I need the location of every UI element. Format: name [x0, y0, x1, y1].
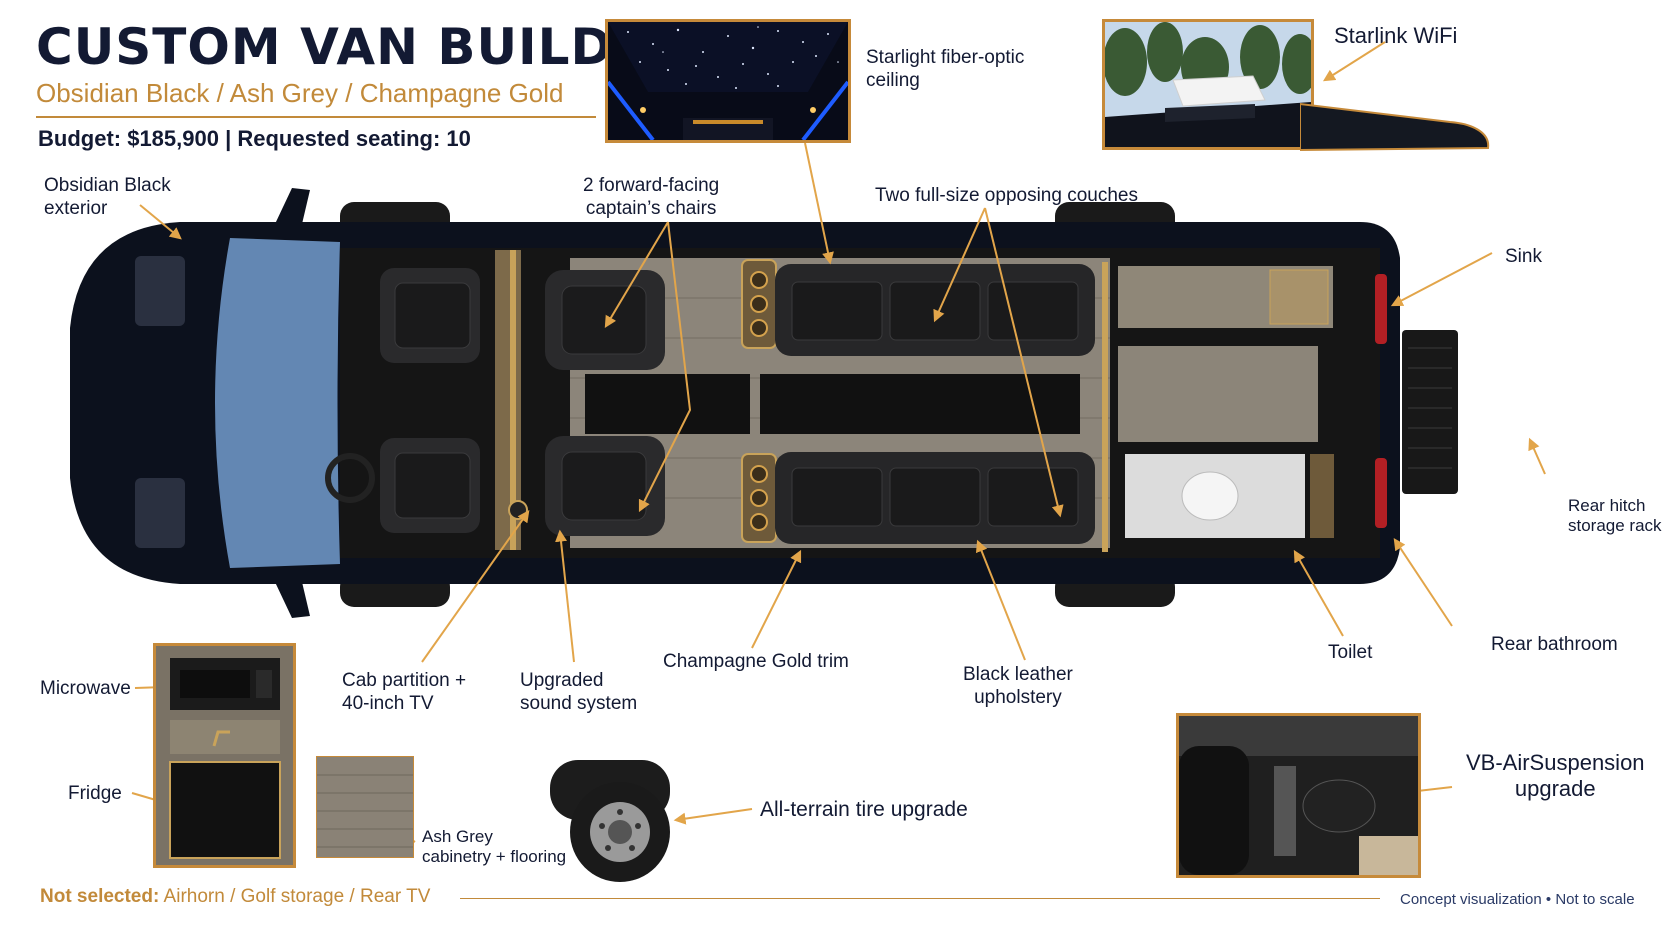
not-selected-line: Not selected: Airhorn / Golf storage / R… [40, 886, 430, 908]
starlink-photo [1102, 19, 1314, 150]
rear-storage [1118, 346, 1318, 442]
suspension-label: VB-AirSuspension upgrade [1466, 750, 1645, 801]
starlight-ceiling-photo [605, 19, 851, 143]
starlink-wing [1300, 102, 1490, 152]
exterior-label: Obsidian Black exterior [44, 175, 171, 219]
couches-label: Two full-size opposing couches [875, 185, 1138, 206]
trim-label: Champagne Gold trim [663, 651, 849, 672]
not-selected-items: Airhorn / Golf storage / Rear TV [163, 886, 431, 907]
starlight-label: Starlight fiber-optic ceiling [866, 47, 1025, 91]
budget-seating-line: Budget: $185,900 | Requested seating: 10 [38, 126, 471, 151]
steering-wheel [325, 453, 375, 503]
kitchen-detail-photo [153, 643, 296, 868]
fridge-label: Fridge [68, 783, 122, 804]
color-scheme-subtitle: Obsidian Black / Ash Grey / Champagne Go… [36, 78, 564, 108]
sink-label: Sink [1505, 246, 1542, 267]
captains-chairs-label: 2 forward-facing captain’s chairs [583, 175, 720, 219]
partition-tv-label: Cab partition + 40-inch TV [342, 670, 467, 714]
tires-label: All-terrain tire upgrade [760, 798, 968, 821]
ash-grey-swatch [316, 756, 414, 858]
left-mirror [275, 188, 310, 224]
cabinetry-label: Ash Grey cabinetry + flooring [422, 827, 567, 866]
rear-bathroom-label: Rear bathroom [1491, 634, 1618, 655]
microwave-label: Microwave [40, 678, 131, 699]
footer-divider [460, 898, 1380, 899]
air-suspension-photo [1176, 713, 1421, 878]
sound-system-label: Upgraded sound system [520, 670, 638, 714]
concept-note: Concept visualization • Not to scale [1400, 891, 1635, 908]
not-selected-label: Not selected: [40, 886, 160, 907]
right-mirror [275, 582, 310, 618]
hitch-rack [1402, 330, 1458, 494]
hitch-rack-label: Rear hitch storage rack [1568, 496, 1662, 535]
page-title: CUSTOM VAN BUILD [36, 18, 614, 76]
starlink-label: Starlink WiFi [1334, 23, 1458, 48]
subtitle-divider [36, 116, 596, 118]
windshield [215, 238, 340, 568]
toilet [1181, 471, 1239, 521]
all-terrain-tires-image [550, 760, 670, 882]
toilet-label: Toilet [1328, 642, 1373, 663]
upholstery-label: Black leather upholstery [963, 664, 1073, 708]
cab-partition [495, 250, 521, 550]
fridge [169, 761, 281, 859]
